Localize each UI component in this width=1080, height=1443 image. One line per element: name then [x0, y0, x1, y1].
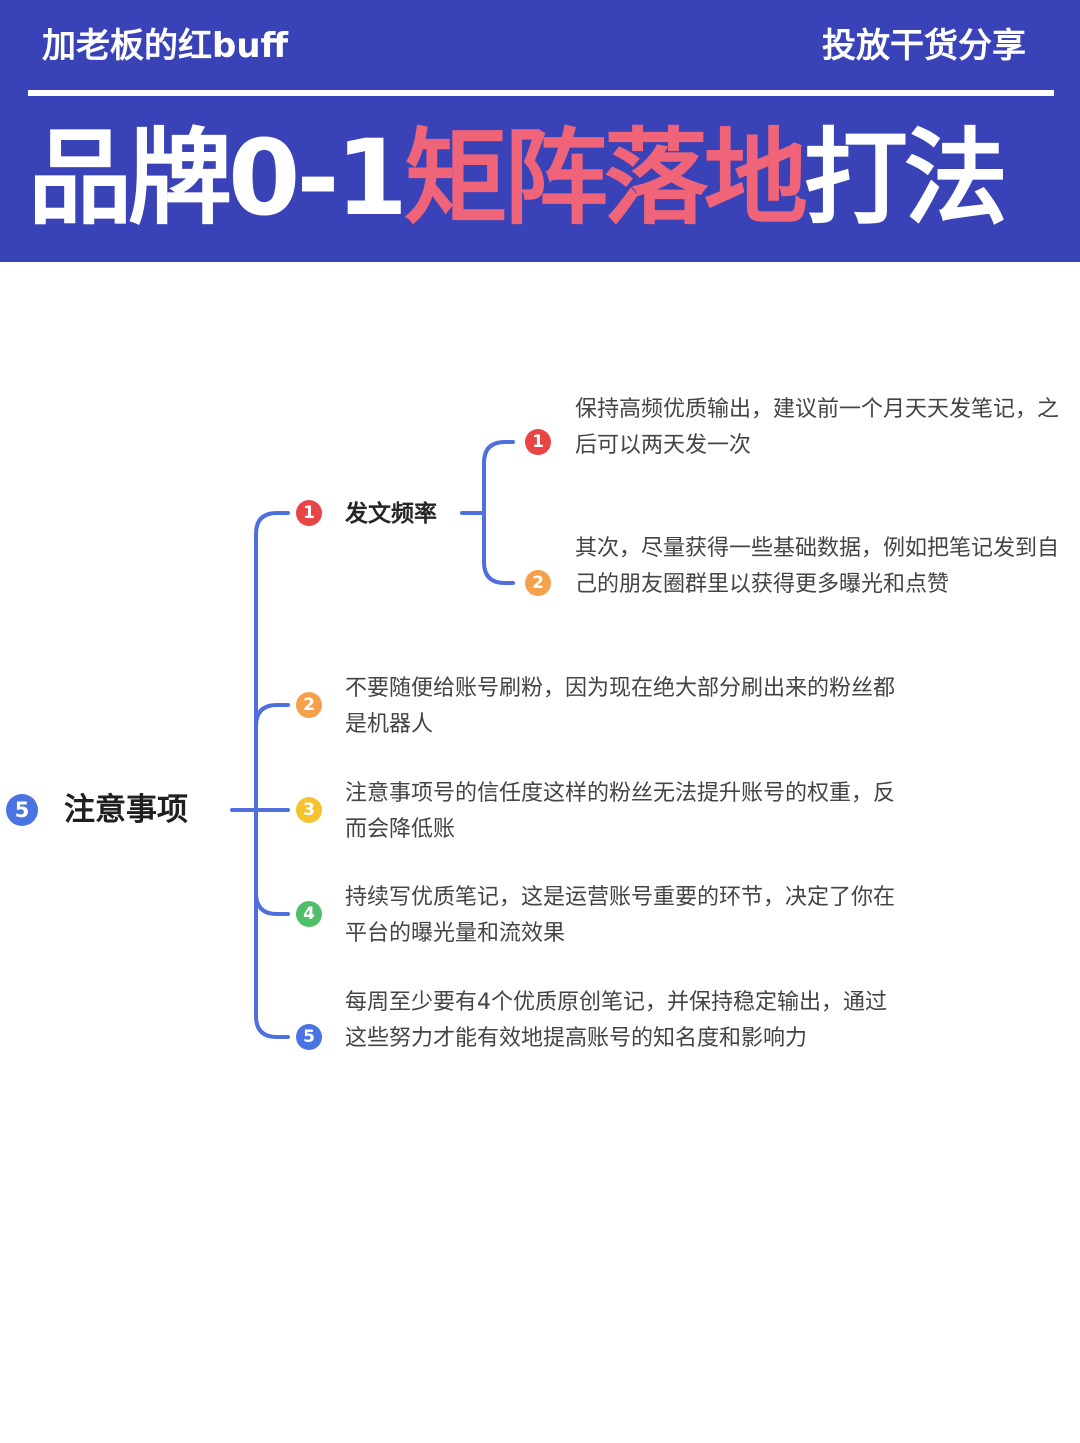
connector-item-2 — [254, 703, 290, 728]
branch1-number-badge: 1 — [296, 500, 322, 526]
root-node-label: 注意事项 — [64, 792, 188, 828]
sub2-text: 其次，尽量获得一些基础数据，例如把笔记发到自己的朋友圈群里以获得更多曝光和点赞 — [575, 536, 1060, 597]
account-name: 加老板的红buff — [42, 26, 289, 66]
item3-text: 注意事项号的信任度这样的粉丝无法提升账号的权重，反而会降低账 — [345, 781, 896, 842]
title-part-2-highlight: 矩阵落地 — [403, 117, 808, 239]
item4-text: 持续写优质笔记，这是运营账号重要的环节，决定了你在平台的曝光量和流效果 — [345, 885, 896, 946]
item4-number-badge: 4 — [296, 901, 322, 927]
page-title: 品牌0-1矩阵落地打法 — [28, 110, 1078, 246]
branch1-label: 发文频率 — [345, 501, 437, 527]
item5-text: 每周至少要有4个优质原创笔记，并保持稳定输出，通过这些努力才能有效地提高账号的知… — [345, 990, 887, 1051]
sub1-number-badge: 1 — [525, 429, 551, 455]
connector-item-4 — [254, 891, 290, 916]
root-number-badge: 5 — [6, 794, 38, 826]
item2-text: 不要随便给账号刷粉，因为现在绝大部分刷出来的粉丝都是机器人 — [345, 676, 896, 737]
item5-number-badge: 5 — [296, 1024, 322, 1050]
series-tag: 投放干货分享 — [822, 26, 1026, 66]
sub2-number-badge: 2 — [525, 570, 551, 596]
header-divider — [28, 90, 1054, 96]
title-part-3: 打法 — [803, 117, 1008, 239]
connector-branch1-trunk — [482, 440, 515, 585]
title-part-1: 品牌0-1 — [28, 117, 408, 239]
item2-number-badge: 2 — [296, 692, 322, 718]
item3-number-badge: 3 — [296, 797, 322, 823]
header-banner: 加老板的红buff 投放干货分享 品牌0-1矩阵落地打法 — [0, 0, 1080, 262]
connector-root-trunk — [254, 511, 290, 1039]
sub1-text: 保持高频优质输出，建议前一个月天天发笔记，之后可以两天发一次 — [575, 397, 1060, 458]
